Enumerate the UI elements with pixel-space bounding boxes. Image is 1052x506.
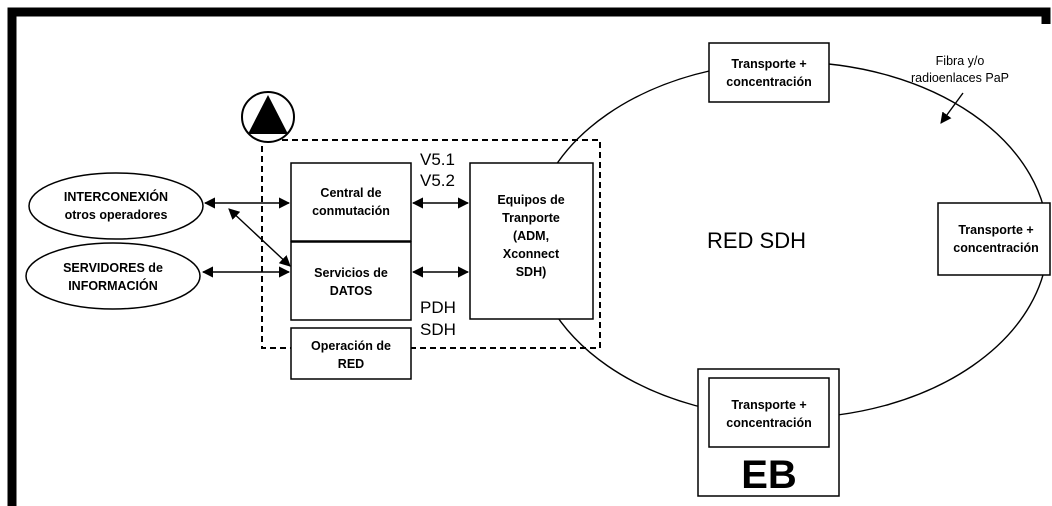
link-label-v51: V5.1 [420, 150, 455, 169]
servidores-node: SERVIDORES de INFORMACIÓN [25, 242, 201, 310]
transporte-bottom-line-1: Transporte + [731, 398, 806, 412]
eb-station: Transporte + concentración EB [697, 368, 840, 497]
servidores-line-1: SERVIDORES de [63, 261, 163, 275]
dashed-boundary [261, 139, 601, 349]
eb-label: EB [741, 453, 797, 497]
fiber-note-line-2: radioenlaces PaP [911, 71, 1009, 85]
servicios-line-1: Servicios de [314, 266, 388, 280]
operacion-line-1: Operación de [311, 339, 391, 353]
transporte-right-line-1: Transporte + [958, 223, 1033, 237]
servicios-box: Servicios de DATOS [290, 241, 412, 321]
servicios-line-2: DATOS [330, 284, 373, 298]
equipos-line-3: (ADM, [513, 229, 549, 243]
frame-border [7, 7, 1051, 506]
interconexion-node: INTERCONEXIÓN otros operadores [28, 172, 204, 240]
fiber-note-line-1: Fibra y/o [936, 54, 985, 68]
equipos-line-2: Tranporte [502, 211, 560, 225]
link-label-v52: V5.2 [420, 171, 455, 190]
ring-label: RED SDH [707, 228, 806, 253]
interconexion-line-1: INTERCONEXIÓN [64, 189, 168, 204]
servidores-line-2: INFORMACIÓN [68, 278, 158, 293]
central-line-2: conmutación [312, 204, 390, 218]
transporte-bottom-line-2: concentración [726, 416, 811, 430]
equipos-line-1: Equipos de [497, 193, 564, 207]
central-line-1: Central de [320, 186, 381, 200]
transporte-right-box: Transporte + concentración [937, 202, 1051, 276]
link-label-sdh: SDH [420, 320, 456, 339]
fiber-pointer [940, 92, 964, 124]
interconexion-line-2: otros operadores [65, 208, 168, 222]
operacion-line-2: RED [338, 357, 364, 371]
central-box: Central de conmutación [290, 162, 412, 242]
link-interconexion-servicios [228, 208, 291, 267]
equipos-line-5: SDH) [516, 265, 547, 279]
delta-symbol [241, 91, 295, 143]
transporte-top-line-2: concentración [726, 75, 811, 89]
equipos-line-4: Xconnect [503, 247, 560, 261]
transporte-right-line-2: concentración [953, 241, 1038, 255]
transporte-top-box: Transporte + concentración [708, 42, 830, 103]
link-label-pdh: PDH [420, 298, 456, 317]
equipos-box: Equipos de Tranporte (ADM, Xconnect SDH) [469, 162, 594, 320]
operacion-box: Operación de RED [290, 327, 412, 380]
transporte-top-line-1: Transporte + [731, 57, 806, 71]
